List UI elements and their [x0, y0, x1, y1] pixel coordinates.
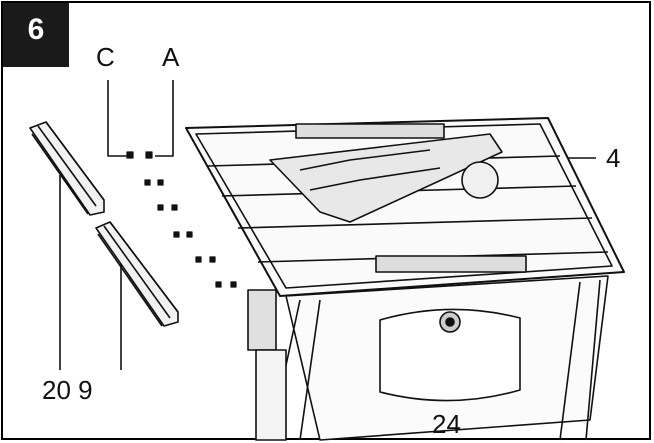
step-number-badge: 6	[3, 3, 69, 67]
rail-20	[29, 121, 105, 216]
callout-4: 4	[606, 143, 621, 173]
callout-20-9: 20 9	[42, 375, 93, 405]
callout-c: C	[96, 42, 115, 72]
table-top	[185, 117, 625, 297]
rail-9	[95, 221, 179, 327]
step-number: 6	[27, 13, 45, 46]
leader-line-a	[155, 80, 174, 157]
callout-24: 24	[432, 409, 461, 439]
saw-base	[247, 275, 609, 441]
screws-group	[126, 151, 237, 288]
leader-line-c	[107, 80, 128, 157]
callout-a: A	[162, 42, 180, 72]
